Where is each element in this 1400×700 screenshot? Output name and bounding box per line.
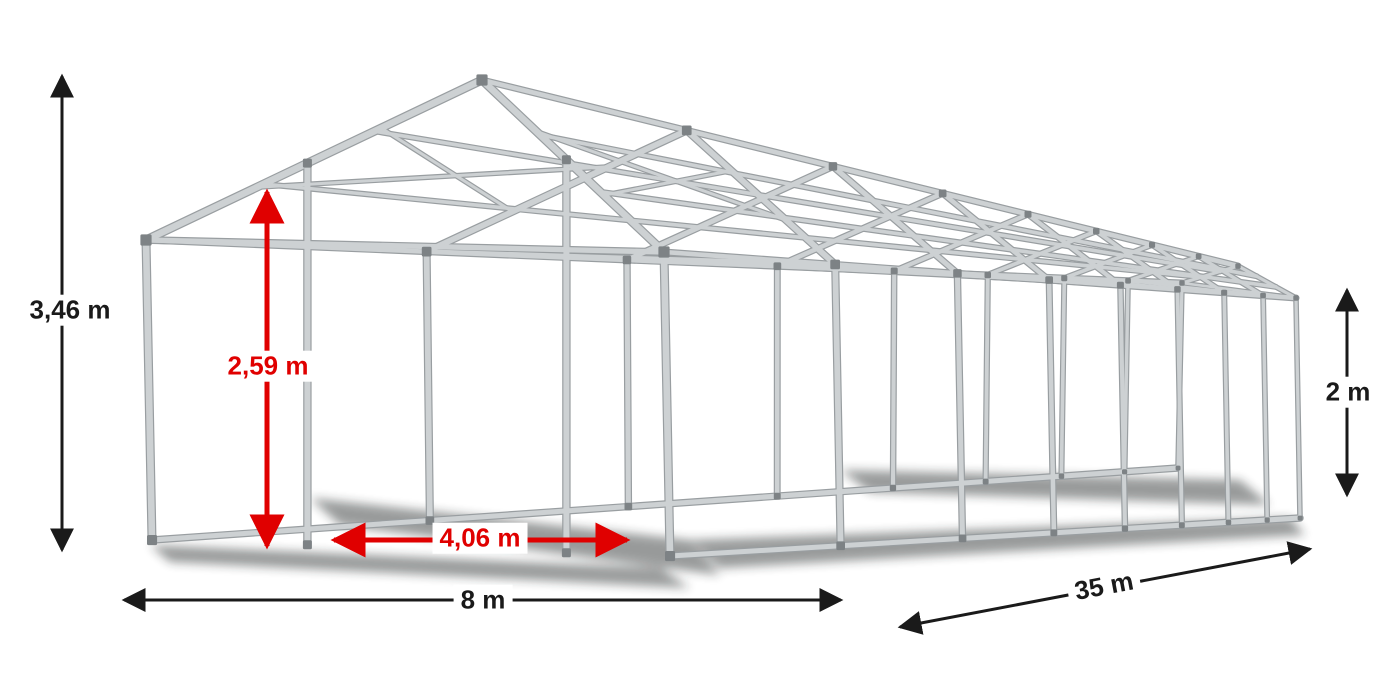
tent-frame [140,74,1304,562]
entrance-width-label: 4,06 m [432,522,528,554]
side-height-label: 2 m [1318,376,1378,408]
total-height-label: 3,46 m [22,294,118,326]
entrance-height-label: 2,59 m [220,350,316,382]
width-label: 8 m [453,584,513,616]
